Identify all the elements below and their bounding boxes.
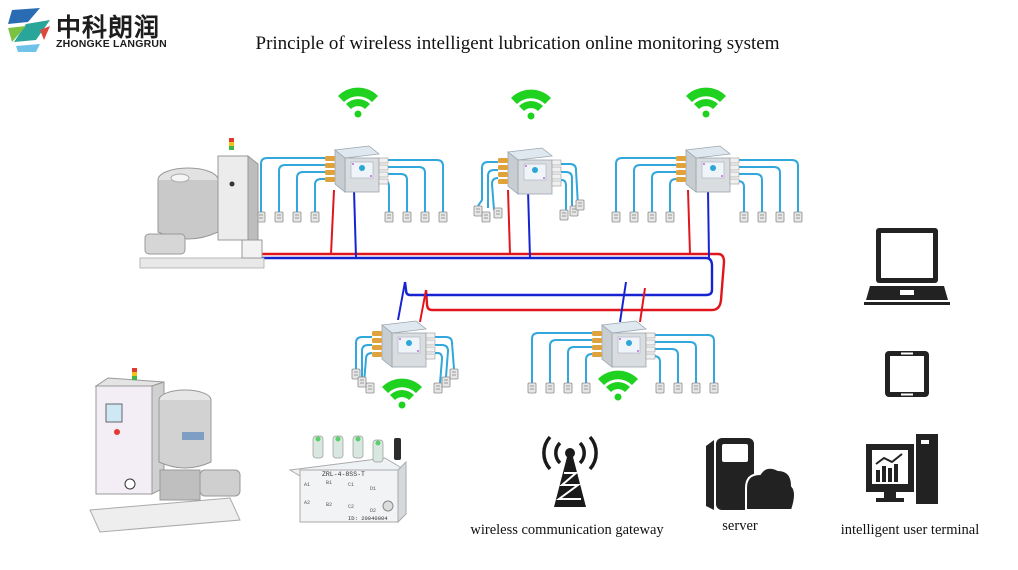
distributor-2 bbox=[473, 89, 585, 223]
pump-station-product bbox=[89, 368, 241, 533]
distributor-4 bbox=[351, 320, 459, 409]
distributor-1 bbox=[256, 87, 448, 223]
radio-tower-icon bbox=[542, 435, 598, 507]
wireless-signal-icon bbox=[511, 89, 551, 120]
wireless-signal-icon bbox=[382, 378, 422, 409]
port-label: B2 bbox=[326, 502, 332, 508]
port-label: D2 bbox=[370, 508, 376, 514]
tablet-icon bbox=[885, 351, 929, 397]
terminal-caption: intelligent user terminal bbox=[840, 522, 980, 538]
wireless-signal-icon bbox=[598, 370, 638, 401]
company-logo: 中科朗润 ZHONGKE LANGRUN bbox=[6, 6, 196, 54]
trunk-pipes bbox=[262, 189, 726, 323]
port-label: D1 bbox=[370, 486, 376, 492]
supply-pipe-main bbox=[262, 252, 726, 312]
pump-station-top bbox=[139, 138, 265, 269]
server-caption: server bbox=[722, 518, 758, 534]
wireless-signal-icon bbox=[338, 87, 378, 118]
desktop-chart-icon bbox=[866, 434, 938, 504]
distributor-3 bbox=[611, 87, 803, 223]
distributor-5 bbox=[527, 320, 719, 401]
port-label: C1 bbox=[348, 482, 354, 488]
logo-english-name: ZHONGKE LANGRUN bbox=[56, 38, 167, 50]
gateway-caption: wireless communication gateway bbox=[470, 522, 664, 538]
return-pipe-main bbox=[262, 256, 714, 297]
block-model-label: ZRL-4-8SS-T bbox=[322, 471, 365, 478]
wireless-signal-icon bbox=[686, 87, 726, 118]
logo-chinese-name: 中科朗润 bbox=[56, 13, 161, 42]
port-label: B1 bbox=[326, 480, 332, 486]
block-id-label: ID: 20040004 bbox=[348, 515, 388, 522]
cloud-server-icon bbox=[706, 438, 796, 511]
laptop-icon bbox=[864, 228, 950, 305]
distributor-block-product: ZRL-4-8SS-T A1 B1 C1 D1 A2 B2 C2 D2 ID: … bbox=[288, 435, 407, 524]
sensor-plugs bbox=[256, 211, 448, 223]
logo-mark-icon bbox=[8, 8, 50, 52]
port-label: A1 bbox=[304, 482, 310, 488]
port-label: A2 bbox=[304, 500, 310, 506]
page-title-text: Principle of wireless intelligent lubric… bbox=[255, 33, 780, 54]
page-title: Principle of wireless intelligent lubric… bbox=[0, 33, 1018, 55]
port-label: C2 bbox=[348, 504, 354, 510]
